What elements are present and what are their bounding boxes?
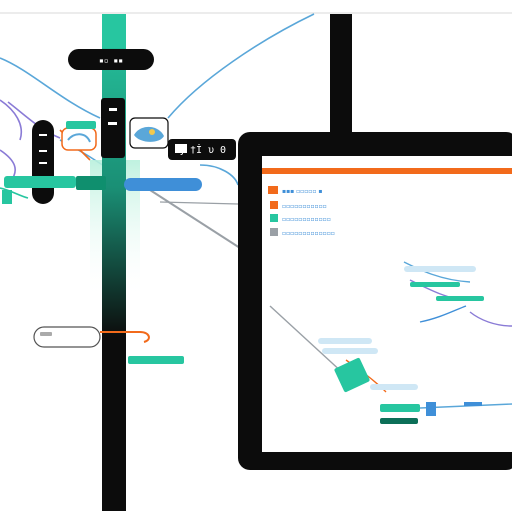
left-pill-mark-2 [39, 150, 47, 152]
center-cluster-blob [134, 126, 164, 142]
lower-teal-bar[interactable] [128, 356, 184, 364]
left-pill-mark-3 [39, 162, 47, 164]
lower-left-tab [40, 332, 52, 336]
connector-purple-left-2 [7, 101, 61, 139]
mini-node-a [404, 266, 476, 272]
mini-node-g [370, 384, 418, 390]
center-node[interactable] [101, 98, 125, 158]
connector-teal-left [0, 187, 29, 199]
mini-node-e [322, 348, 378, 354]
trunk-cap [102, 14, 126, 48]
mini-node-f [334, 357, 370, 393]
connector-top-left [0, 57, 101, 119]
left-teal-branch-dark [76, 176, 106, 190]
mini-connector-5 [469, 311, 512, 327]
mini-connector-4 [419, 305, 467, 323]
mini-node-b [410, 282, 460, 287]
lower-left-connector [100, 331, 150, 343]
left-teal-branch[interactable] [4, 176, 76, 188]
connector-top-right [167, 13, 315, 119]
connector-grey-diagonal [149, 189, 241, 249]
trunk-bar [102, 14, 126, 511]
mini-connector-1 [269, 305, 345, 375]
top-pill[interactable] [68, 49, 154, 70]
right-pill-label: Ӄ †İ υ 0 [178, 143, 226, 156]
panel-row-1-icon [270, 201, 278, 209]
left-mini-node-tab [66, 121, 96, 129]
top-pill-label: ▪▫ ▪▪ [99, 56, 123, 65]
panel-mini-nodes [318, 266, 484, 424]
left-pill-mark-1 [39, 134, 47, 136]
center-cluster-node[interactable] [129, 117, 169, 149]
panel-rows: ▫▫▫▫▫▫▫▫▫▫▫ ▫▫▫▫▫▫▫▫▫▫▫▫ ▫▫▫▫▫▫▫▫▫▫▫▫▫ [270, 201, 335, 237]
center-node-mark-2 [108, 122, 117, 125]
panel-header-bar [262, 168, 512, 174]
center-node-mark-1 [109, 108, 117, 111]
connector-grey-small [159, 201, 239, 205]
connector-right-down [199, 164, 239, 186]
panel-row-3: ▫▫▫▫▫▫▫▫▫▫▫▫▫ [282, 230, 335, 237]
right-pill-white-tab [175, 144, 187, 153]
mini-node-d [318, 338, 372, 344]
center-cluster-dot [149, 129, 155, 135]
panel-header-label: ▪▪▪ ▫▫▫▫▫ ▪ [282, 188, 322, 195]
mini-connector-2 [403, 261, 471, 283]
left-teal-node [2, 190, 12, 204]
mini-node-j [426, 402, 436, 416]
mini-node-c [436, 296, 484, 301]
panel-row-2-icon [270, 214, 278, 222]
right-frame-vertical [330, 14, 352, 134]
lower-left-pill [33, 326, 101, 348]
mini-node-k [464, 402, 482, 406]
blue-branch[interactable] [124, 178, 202, 191]
left-mini-node-shape [67, 133, 91, 143]
left-mini-node-bg [61, 127, 97, 151]
mini-node-i [380, 418, 418, 424]
tree-connectors [0, 13, 315, 249]
panel-row-3-icon [270, 228, 278, 236]
panel-header-tag [268, 186, 278, 194]
panel-header: ▪▪▪ ▫▫▫▫▫ ▪ [268, 186, 322, 195]
mini-node-h [380, 404, 420, 412]
left-mini-node[interactable] [61, 121, 97, 151]
lower-left-node[interactable] [33, 326, 150, 348]
panel-row-1: ▫▫▫▫▫▫▫▫▫▫▫ [282, 203, 327, 210]
connector-purple-left [0, 99, 22, 141]
panel-row-2: ▫▫▫▫▫▫▫▫▫▫▫▫ [282, 216, 331, 223]
